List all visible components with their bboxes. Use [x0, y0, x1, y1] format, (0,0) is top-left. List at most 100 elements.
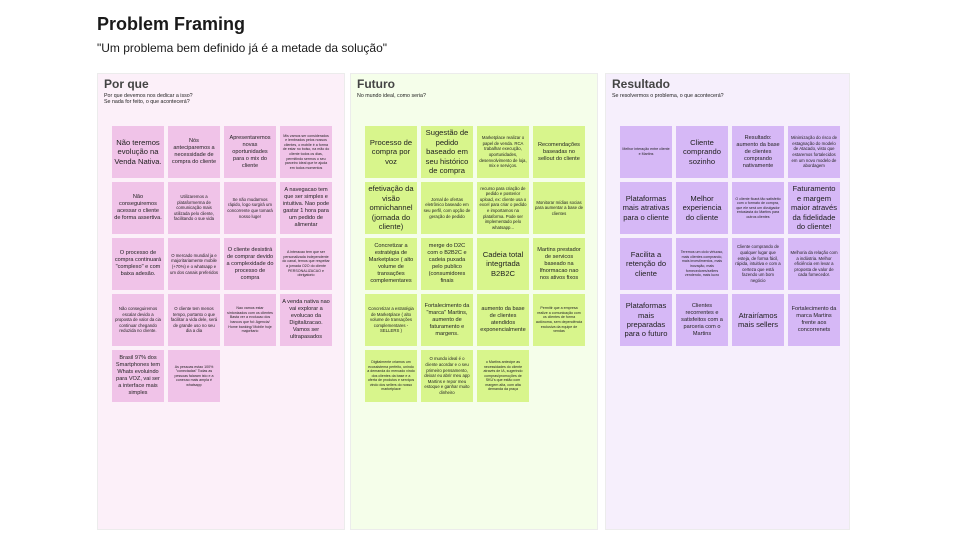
sticky-note-text: As pessoas estao 100% "conectadas" Todas…	[174, 364, 214, 387]
sticky-note[interactable]: Sugestão de pedido baseado em seu histór…	[421, 126, 473, 178]
sticky-note-text: Melhoria da relação com a indústria. Mel…	[790, 250, 838, 278]
sticky-note-text: Melhor interação entre cliente e Martins	[622, 147, 670, 156]
sticky-note-text: recurso para criação de pedido e posteri…	[479, 185, 527, 230]
sticky-note[interactable]: Monitorar mídias socias para aumentar a …	[533, 182, 585, 234]
sticky-note[interactable]: Fortalecimento da marca Martins frente a…	[788, 294, 840, 346]
sticky-note-text: O cliente desistirá de comprar devido a …	[226, 246, 274, 281]
sticky-note[interactable]: Se não mudarmos rápido, logo surgirá um …	[224, 182, 276, 234]
sticky-note[interactable]: Brasil 97% dos Smartphones tem Whats evo…	[112, 350, 164, 402]
sticky-note[interactable]: O cliente ficará tão satisfeito com o fo…	[732, 182, 784, 234]
sticky-note[interactable]: Digitalmente criamos um ecossistema perf…	[365, 350, 417, 402]
frame-por-que[interactable]: Por que Por que devemos nos dedicar a is…	[97, 73, 345, 530]
frame-description: Por que devemos nos dedicar a isso? Se n…	[104, 93, 193, 106]
sticky-note[interactable]: Concretizar a estratégia de Marketplace …	[365, 238, 417, 290]
sticky-note-text: A interacao tem que ser personalizada in…	[282, 250, 330, 278]
sticky-note[interactable]: Recomendações baseadas no sellout do cli…	[533, 126, 585, 178]
frame-title: Por que	[104, 77, 149, 91]
sticky-note[interactable]: Resultado: aumento da base de clientes c…	[732, 126, 784, 178]
sticky-note[interactable]: Concretizar a estratégia de Marketplace …	[365, 294, 417, 346]
sticky-note[interactable]: Teremos um ciclo virtuoso, mais clientes…	[676, 238, 728, 290]
sticky-note[interactable]: Faturamento e margem maior através da fi…	[788, 182, 840, 234]
page-title: Problem Framing	[97, 14, 246, 34]
sticky-note-text: Martins prestador de servicos baseado na…	[537, 246, 581, 281]
sticky-note[interactable]: Atrairíamos mais sellers	[732, 294, 784, 346]
frame-resultado[interactable]: Resultado Se resolvermos o problema, o q…	[605, 73, 850, 530]
frame-description: Se resolvermos o problema, o que acontec…	[612, 93, 724, 99]
sticky-note[interactable]: Mis vamos ser considerados e lembrados p…	[280, 126, 332, 178]
sticky-note[interactable]: aumento da base de clientes atendidos ex…	[477, 294, 529, 346]
sticky-note-text: Atrairíamos mais sellers	[737, 310, 779, 329]
sticky-note-text: o Martins antecipe as necessidades do cl…	[483, 359, 523, 392]
sticky-note[interactable]: efetivação da visão omnichannel (jornada…	[365, 182, 417, 234]
sticky-note[interactable]: recurso para criação de pedido e posteri…	[477, 182, 529, 234]
frame-description: No mundo ideal, como seria?	[357, 93, 426, 99]
sticky-note[interactable]: Jornal de ofertas eletrônico baseado em …	[421, 182, 473, 234]
sticky-note-text: A navegacao tem que ser simples e intuit…	[282, 187, 330, 228]
sticky-note-text: A venda nativa nao vai explorar a evoluc…	[282, 299, 330, 340]
page-subtitle: "Um problema bem definido já é a metade …	[97, 41, 388, 55]
sticky-note-text: Digitalmente criamos um ecossistema perf…	[367, 359, 415, 392]
sticky-note[interactable]: Clientes recorrentes e satisfeitos com a…	[676, 294, 728, 346]
sticky-note-text: Apresentaremos novas oportunidades para …	[229, 134, 271, 169]
frame-title: Resultado	[612, 77, 671, 91]
sticky-note[interactable]: o Martins antecipe as necessidades do cl…	[477, 350, 529, 402]
sticky-note[interactable]: Cliente comprando de qualquer lugar que …	[732, 238, 784, 290]
sticky-note-text: Não conseguiremos acessar o cliente de f…	[114, 194, 162, 221]
sticky-note[interactable]: O mundo ideal é o cliente acordar e o se…	[421, 350, 473, 402]
sticky-note[interactable]: A interacao tem que ser personalizada in…	[280, 238, 332, 290]
sticky-note-text: Concretizar a estratégia de Marketplace …	[368, 306, 414, 334]
sticky-note-text: Processo de compra por voz	[369, 137, 413, 166]
sticky-note[interactable]: Melhoria da relação com a indústria. Mel…	[788, 238, 840, 290]
sticky-note[interactable]: Martins prestador de servicos baseado na…	[533, 238, 585, 290]
sticky-note[interactable]: Utilizaremos a plataformerma de comunica…	[168, 182, 220, 234]
sticky-note[interactable]: Melhor interação entre cliente e Martins	[620, 126, 672, 178]
sticky-note-text: Não conseguiremos escalar devido a propo…	[115, 306, 161, 334]
sticky-note[interactable]: O cliente tem menos tempo, portanto o qu…	[168, 294, 220, 346]
sticky-note-text: Se não mudarmos rápido, logo surgirá um …	[227, 196, 273, 219]
sticky-note[interactable]: Apresentaremos novas oportunidades para …	[224, 126, 276, 178]
sticky-note[interactable]: Não conseguiremos escalar devido a propo…	[112, 294, 164, 346]
sticky-note[interactable]: Processo de compra por voz	[365, 126, 417, 178]
sticky-note[interactable]: Marketplace realizar o papel de venda. R…	[477, 126, 529, 178]
sticky-note-text: Monitorar mídias socias para aumentar a …	[535, 199, 584, 216]
sticky-note[interactable]: Nós anteciparemos a necessidade de compr…	[168, 126, 220, 178]
sticky-note-text: Utilizaremos a plataformerma de comunica…	[173, 194, 215, 222]
sticky-note[interactable]: Não conseguiremos acessar o cliente de f…	[112, 182, 164, 234]
sticky-note[interactable]: Cliente comprando sozinho	[676, 126, 728, 178]
sticky-note[interactable]: A venda nativa nao vai explorar a evoluc…	[280, 294, 332, 346]
sticky-note-text: Cliente comprando sozinho	[683, 137, 721, 166]
sticky-note-text: O mercado mundial ja e majoritariamente …	[170, 252, 219, 275]
sticky-note[interactable]: Fortalecimento da "marca" Martins, aumen…	[421, 294, 473, 346]
sticky-note[interactable]: Plataformas mais atrativas para o client…	[620, 182, 672, 234]
sticky-note[interactable]: As pessoas estao 100% "conectadas" Todas…	[168, 350, 220, 402]
sticky-note-text: Minimização do risco de estagnação do mo…	[790, 135, 838, 169]
sticky-note-text: O cliente tem menos tempo, portanto o qu…	[170, 306, 218, 334]
sticky-note[interactable]: merge do D2C com o B2B2C e cadeia puxada…	[421, 238, 473, 290]
frame-title: Futuro	[357, 77, 395, 91]
sticky-note[interactable]: Facilita a retenção do cliente	[620, 238, 672, 290]
sticky-note-text: Teremos um ciclo virtuoso, mais clientes…	[680, 250, 724, 278]
sticky-note-text: aumento da base de clientes atendidos ex…	[480, 306, 526, 333]
sticky-note[interactable]: Melhor experiencia do cliente	[676, 182, 728, 234]
sticky-note[interactable]: O processo de compra continuará "complex…	[112, 238, 164, 290]
sticky-note-text: Faturamento e margem maior através da fi…	[790, 184, 837, 232]
sticky-note[interactable]: Plataformas mais preparadas para o futur…	[620, 294, 672, 346]
sticky-note[interactable]: Cadeia total integrtada B2B2C	[477, 238, 529, 290]
sticky-note[interactable]: O cliente desistirá de comprar devido a …	[224, 238, 276, 290]
sticky-note-text: O processo de compra continuará "complex…	[114, 250, 162, 277]
sticky-note[interactable]: Minimização do risco de estagnação do mo…	[788, 126, 840, 178]
frame-futuro[interactable]: Futuro No mundo ideal, como seria? Proce…	[350, 73, 598, 530]
sticky-note[interactable]: Não teremos evolução na Venda Nativa.	[112, 126, 164, 178]
sticky-note[interactable]: A navegacao tem que ser simples e intuit…	[280, 182, 332, 234]
sticky-note-text: Recomendações baseadas no sellout do cli…	[538, 141, 580, 162]
sticky-note-text: Mis vamos ser considerados e lembrados p…	[282, 133, 330, 170]
sticky-note-text: Não teremos evolução na Venda Nativa.	[114, 137, 162, 166]
sticky-note-text: Cadeia total integrtada B2B2C	[482, 249, 524, 278]
sticky-note-text: Marketplace realizar o papel de venda. R…	[479, 135, 527, 169]
sticky-note-text: Brasil 97% dos Smartphones tem Whats evo…	[115, 355, 161, 396]
sticky-note[interactable]: O mercado mundial ja e majoritariamente …	[168, 238, 220, 290]
sticky-note-text: Permitir que a empresa realize a comunic…	[535, 306, 583, 334]
sticky-note[interactable]: Nao vamos estar sintonizados com os clie…	[224, 294, 276, 346]
sticky-note-text: O cliente ficará tão satisfeito com o fo…	[735, 196, 781, 219]
sticky-note[interactable]: Permitir que a empresa realize a comunic…	[533, 294, 585, 346]
